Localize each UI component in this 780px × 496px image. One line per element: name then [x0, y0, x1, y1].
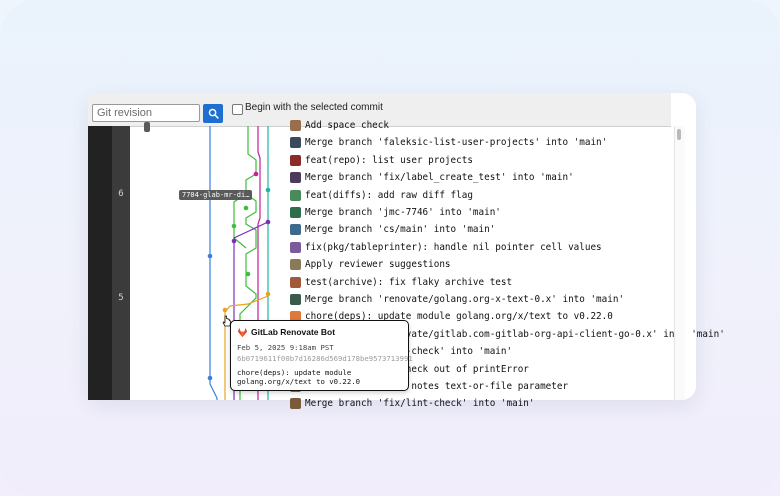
commit-message: chore(deps): update module golang.org/x/…	[305, 311, 613, 323]
author-avatar	[290, 276, 301, 288]
commit-message: Merge branch 'renovate/gitlab.com-gitlab…	[305, 328, 725, 340]
commit-message: Merge branch 'jmc-7746' into 'main'	[305, 207, 501, 218]
git-revision-input[interactable]	[92, 104, 200, 122]
branch-tag[interactable]: ​	[144, 122, 150, 132]
commit-message: feat(diffs): add raw diff flag	[305, 189, 473, 201]
commit-row[interactable]: Merge branch 'cs/main' into 'main'	[290, 221, 495, 238]
author-avatar	[290, 259, 301, 271]
commit-row[interactable]: Apply reviewer suggestions	[290, 256, 451, 273]
commit-message: Merge branch 'renovate/golang.org-x-text…	[305, 294, 625, 305]
author-avatar	[290, 207, 301, 218]
author-avatar	[290, 137, 301, 149]
commit-row[interactable]: fix(pkg/tableprinter): handle nil pointe…	[290, 239, 602, 256]
tooltip-message: chore(deps): update module golang.org/x/…	[237, 368, 360, 386]
tooltip-author: GitLab Renovate Bot	[251, 327, 336, 337]
commit-tooltip: GitLab Renovate Bot Feb 5, 2025 9:18am P…	[230, 320, 413, 391]
vertical-scrollbar[interactable]	[674, 126, 685, 400]
git-graph-window: Begin with the selected commit 6 5 ​ 770…	[88, 93, 725, 410]
author-avatar	[290, 294, 301, 305]
commit-row[interactable]: Merge branch 'renovate/golang.org-x-text…	[290, 291, 624, 308]
line-number: 5	[118, 293, 124, 303]
author-avatar	[290, 172, 301, 184]
commit-message: Merge branch 'cs/main' into 'main'	[305, 224, 496, 236]
begin-with-selected-checkbox[interactable]	[232, 104, 243, 115]
gitlab-renovate-avatar-icon	[237, 327, 248, 338]
commit-row[interactable]: Merge branch 'jmc-7746' into 'main'	[290, 204, 501, 221]
commit-message: fix: SilentError check out of printError	[305, 363, 529, 375]
commit-message: Merge branch 'fix/label_create_test' int…	[305, 172, 574, 184]
left-gutter	[88, 126, 112, 400]
author-avatar	[290, 311, 301, 323]
commit-row[interactable]: chore(deps): update module golang.org/x/…	[290, 308, 613, 325]
search-button[interactable]	[203, 104, 223, 123]
commit-row[interactable]: Add space check	[290, 117, 389, 134]
commit-message: Apply reviewer suggestions	[305, 259, 451, 271]
commit-row[interactable]: test(archive): fix flaky archive test	[290, 274, 512, 291]
mouse-pointer-icon	[222, 315, 231, 327]
author-avatar	[290, 398, 301, 410]
tooltip-commit-hash[interactable]: 6b0719611f00b7d16286d569d178be9573713991	[237, 354, 413, 363]
commit-message: Merge branch 'fix/lint-check' into 'main…	[305, 398, 535, 410]
tooltip-date: Feb 5, 2025 9:18am PST	[237, 343, 334, 352]
commit-message: test(archive): fix flaky archive test	[305, 276, 513, 288]
commit-message: fix(pkg/tableprinter): handle nil pointe…	[305, 241, 602, 253]
author-avatar	[290, 120, 301, 131]
commit-message: Add space check	[305, 120, 389, 131]
scrollbar-thumb[interactable]	[677, 129, 681, 140]
author-avatar	[290, 154, 301, 166]
commit-row[interactable]: Merge branch 'faleksic-list-user-project…	[290, 134, 607, 151]
author-avatar	[290, 224, 301, 236]
commit-message: feat: experimental notes text-or-file pa…	[305, 381, 569, 392]
commit-row[interactable]: feat(diffs): add raw diff flag	[290, 187, 473, 204]
commit-message: Merge branch 'faleksic-list-user-project…	[305, 137, 608, 149]
author-avatar	[290, 189, 301, 201]
tooltip-message-line: golang.org/x/text to v0.22.0	[237, 377, 361, 386]
commit-row[interactable]: Merge branch 'fix/lint-check' into 'main…	[290, 395, 535, 412]
line-number-gutter	[112, 126, 130, 400]
toolbar: Begin with the selected commit	[88, 93, 671, 127]
commit-message: feat(repo): list user projects	[305, 154, 473, 166]
branch-tag[interactable]: 7704-glab-mr-di…	[179, 190, 253, 200]
search-icon	[208, 108, 219, 119]
line-number: 6	[118, 189, 124, 199]
commit-row[interactable]: Merge branch 'fix/label_create_test' int…	[290, 169, 574, 186]
tooltip-message-line: chore(deps): update module	[237, 368, 352, 377]
begin-with-selected-label: Begin with the selected commit	[245, 102, 383, 113]
commit-row[interactable]: feat(repo): list user projects	[290, 152, 473, 169]
author-avatar	[290, 241, 301, 253]
